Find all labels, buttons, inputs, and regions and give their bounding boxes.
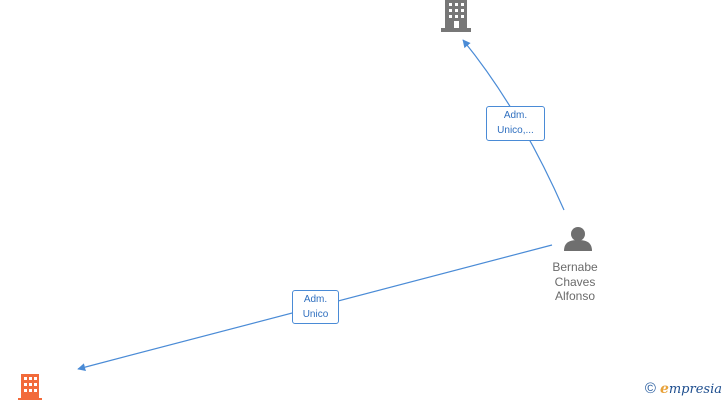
edge-role-label[interactable]: Adm. Unico,...: [486, 106, 545, 141]
brand-name: mpresia: [668, 382, 722, 397]
person-name-label: Bernabe Chaves Alfonso: [525, 260, 625, 304]
edge-role-line: Adm.: [503, 110, 528, 121]
building-icon[interactable]: [441, 0, 471, 32]
person-name-line: Alfonso: [554, 289, 596, 303]
person-name-line: Bernabe: [552, 260, 598, 274]
edge-role-line: Adm.: [303, 294, 328, 305]
building-icon[interactable]: [18, 374, 42, 400]
person-name-line: Chaves: [554, 274, 596, 289]
person-icon[interactable]: [564, 227, 592, 251]
copyright-icon: ©: [644, 380, 656, 397]
brand-initial: e: [659, 381, 669, 397]
edge-role-line: Unico: [302, 309, 329, 320]
edge-role-label[interactable]: Adm. Unico: [292, 290, 339, 324]
edge-role-line: Unico,...: [497, 125, 534, 136]
brand-watermark: ©empresia: [645, 380, 722, 397]
